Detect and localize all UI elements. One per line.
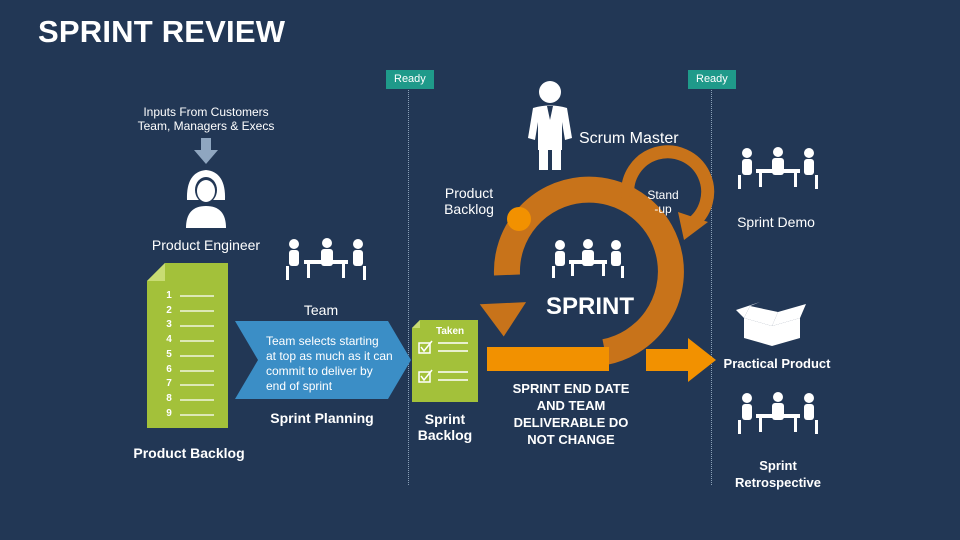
ready-divider-right <box>711 90 712 485</box>
sprint-backlog-line: Backlog <box>417 427 473 443</box>
team-label: Team <box>303 302 339 318</box>
backlog-number: 9 <box>166 407 172 419</box>
sprint-cycle-arrow <box>479 176 684 365</box>
page-title: SPRINT REVIEW <box>38 14 286 49</box>
team-selects-line: Team selects starting <box>266 334 379 348</box>
sprint-demo-team-icon <box>738 147 818 189</box>
sprint-backlog-document <box>412 320 478 402</box>
cycle-product-backlog-label: Product Backlog <box>432 185 506 217</box>
inputs-line-1: Inputs From Customers <box>143 105 269 119</box>
sprint-planning-chevron <box>235 321 411 399</box>
sprint-retrospective-team-icon <box>738 392 818 434</box>
sprint-end-line: NOT CHANGE <box>527 432 615 447</box>
sprint-retrospective-line: Sprint <box>759 458 797 473</box>
ready-tag-left: Ready <box>386 70 434 89</box>
practical-product-label: Practical Product <box>723 356 831 371</box>
backlog-number: 6 <box>166 363 172 375</box>
scrum-master-icon <box>528 81 572 170</box>
sprint-planning-label: Sprint Planning <box>270 410 374 426</box>
ready-divider-left <box>408 90 409 485</box>
sprint-end-text: SPRINT END DATE AND TEAM DELIVERABLE DO … <box>498 380 644 448</box>
team-selects-line: commit to deliver by <box>266 364 373 378</box>
inputs-line-2: Team, Managers & Execs <box>137 119 275 133</box>
sprint-label: SPRINT <box>546 293 635 320</box>
team-selects-line: end of sprint <box>266 379 333 393</box>
sprint-backlog-label: Sprint Backlog <box>405 411 485 443</box>
sprint-backlog-line: Sprint <box>424 411 466 427</box>
standup-line: -up <box>654 202 672 216</box>
backlog-number: 4 <box>166 334 172 346</box>
backlog-number-list: 1 2 3 4 5 6 7 8 9 <box>163 289 175 421</box>
team-icon <box>286 238 366 280</box>
open-box-icon <box>736 302 806 346</box>
sprint-end-line: DELIVERABLE DO <box>513 415 629 430</box>
inputs-label: Inputs From Customers Team, Managers & E… <box>120 105 292 133</box>
standup-label: Stand -up <box>640 188 686 216</box>
backlog-number: 5 <box>166 348 172 360</box>
taken-label: Taken <box>436 326 465 337</box>
sprint-end-bar <box>487 347 609 371</box>
practical-product-arrow <box>646 338 716 382</box>
backlog-number: 2 <box>166 304 172 316</box>
down-arrow-icon <box>194 138 218 164</box>
sprint-end-line: SPRINT END DATE <box>512 381 630 396</box>
sprint-retrospective-label: Sprint Retrospective <box>720 457 836 491</box>
backlog-number: 1 <box>166 290 172 301</box>
sprint-retrospective-line: Retrospective <box>735 475 821 490</box>
team-selects-line: at top as much as it can <box>266 349 393 363</box>
product-engineer-label: Product Engineer <box>151 237 261 253</box>
standup-loop-arrow <box>621 145 715 240</box>
product-engineer-icon <box>186 170 226 228</box>
standup-line: Stand <box>647 188 679 202</box>
team-selects-text: Team selects starting at top as much as … <box>266 334 406 394</box>
cycle-product-backlog-line: Product <box>444 185 494 201</box>
sprint-team-icon <box>552 239 624 278</box>
cycle-product-backlog-line: Backlog <box>444 201 494 217</box>
scrum-master-label: Scrum Master <box>579 130 679 147</box>
backlog-number: 7 <box>166 378 172 390</box>
product-backlog-document <box>147 263 228 428</box>
ready-tag-right: Ready <box>688 70 736 89</box>
sprint-demo-label: Sprint Demo <box>737 214 815 230</box>
backlog-number: 8 <box>166 392 172 404</box>
sprint-end-line: AND TEAM <box>536 398 606 413</box>
product-backlog-label: Product Backlog <box>133 445 245 461</box>
backlog-number: 3 <box>166 319 172 331</box>
